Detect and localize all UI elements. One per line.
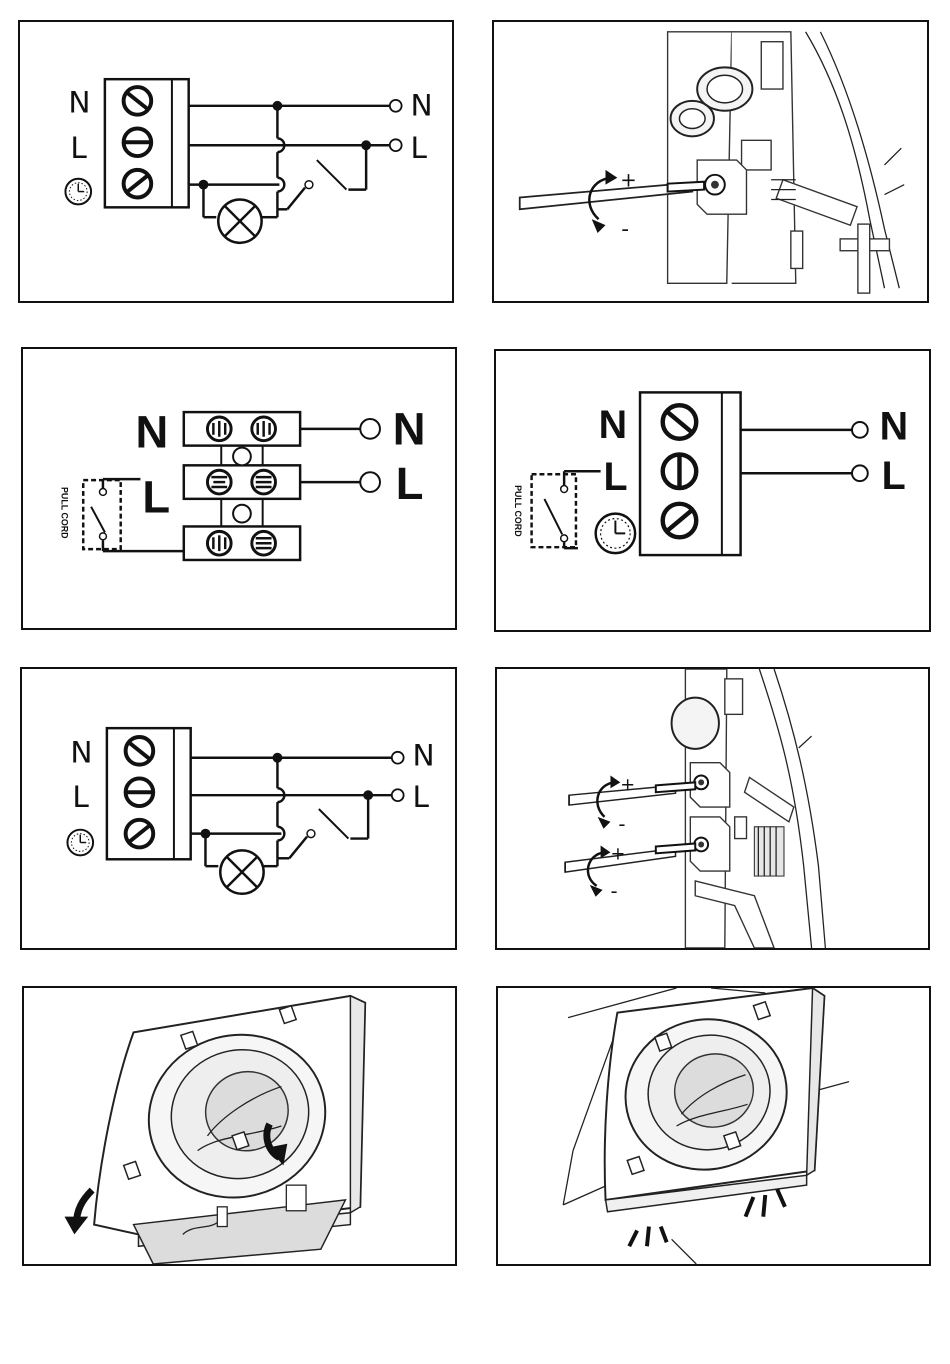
terminal-l-icon: [392, 789, 404, 801]
connector-screw-icon: [207, 417, 231, 441]
cover-fitted-panel: [496, 986, 931, 1266]
connector-screw-icon: [252, 417, 276, 441]
wiring-panel-pull-cord-timer: N L PULL CORD N: [494, 349, 931, 632]
terminal-screw-icon: [124, 170, 152, 198]
terminal-block: [105, 79, 189, 207]
right-label-n: N: [880, 405, 908, 449]
connector-screw-icon: [252, 470, 276, 494]
terminal-block: [640, 392, 741, 555]
connector-screw-icon: [207, 470, 231, 494]
right-label-l: L: [396, 458, 424, 509]
cover-fitting-panel: [22, 986, 457, 1266]
connector-strip: [184, 412, 300, 560]
pull-cord-switch-icon: [532, 471, 601, 548]
right-label-n: N: [413, 739, 435, 773]
right-label-n: N: [410, 89, 432, 123]
pull-cord-label: PULL CORD: [513, 485, 523, 537]
left-label-n: N: [70, 736, 92, 770]
left-label-l: L: [142, 472, 170, 523]
pull-cord-label: PULL CORD: [60, 487, 70, 539]
increase-label-bottom: +: [610, 844, 625, 864]
left-label-l: L: [70, 131, 87, 165]
wiring-panel-timer-lamp-2: N L N L: [20, 667, 457, 950]
right-label-n: N: [393, 404, 426, 455]
screwdriver-icon: [565, 843, 695, 872]
terminal-n-icon: [360, 419, 380, 439]
wiring-diagram-1: N L: [20, 22, 452, 301]
junction-dot: [273, 753, 283, 763]
clock-icon: [596, 514, 635, 553]
left-label-n: N: [599, 403, 627, 447]
terminal-n-icon: [392, 752, 404, 764]
terminal-screw-icon: [124, 128, 152, 156]
terminal-screw-icon: [126, 737, 154, 765]
terminal-block: [107, 728, 191, 859]
decrease-label-top: -: [618, 813, 625, 836]
terminal-n-icon: [852, 422, 868, 438]
terminal-screw-icon: [126, 778, 154, 806]
terminal-screw-icon: [663, 455, 697, 489]
down-arrow-icon: [65, 1190, 93, 1234]
terminal-screw-icon: [126, 820, 154, 848]
connector-screw-icon: [252, 531, 276, 555]
rotate-arrow-icon: [588, 845, 611, 896]
cover-fitted-illustration: [498, 988, 929, 1264]
left-label-l: L: [72, 780, 89, 814]
terminal-n-icon: [390, 100, 402, 112]
switch-icon: [277, 145, 366, 209]
terminal-l-icon: [390, 139, 402, 151]
clock-icon: [65, 179, 91, 205]
increase-label-top: +: [620, 775, 635, 795]
cover-fitting-illustration: [24, 988, 455, 1264]
terminal-l-icon: [360, 472, 380, 492]
terminal-l-icon: [852, 465, 868, 481]
fan-housing: [672, 669, 826, 948]
wiring-diagram-4: N L PULL CORD N: [496, 351, 929, 630]
lamp-icon: [205, 834, 277, 894]
dual-adjust-panel: + - + -: [495, 667, 930, 950]
fan-cover-icon: [94, 996, 365, 1264]
wiring-diagram-3: N L PULL CORD: [23, 349, 455, 628]
right-label-l: L: [410, 131, 427, 165]
left-label-l: L: [604, 455, 628, 499]
dual-adjust-illustration: + - + -: [497, 669, 928, 948]
junction-dot: [272, 101, 282, 111]
connector-screw-icon: [207, 531, 231, 555]
lamp-icon: [203, 185, 277, 243]
left-label-n: N: [68, 86, 90, 120]
increase-label: +: [620, 169, 637, 192]
terminal-screw-icon: [663, 405, 697, 439]
wiring-diagram-5: N L N L: [22, 669, 455, 948]
terminal-screw-icon: [663, 504, 697, 538]
timer-adjust-panel: + -: [492, 20, 929, 303]
left-label-n: N: [135, 407, 168, 458]
timer-adjust-illustration: + -: [494, 22, 927, 301]
fan-cover-icon: [605, 988, 825, 1212]
wiring-panel-timer-lamp: N L: [18, 20, 454, 303]
decrease-label-bottom: -: [610, 880, 617, 903]
switch-icon: [277, 795, 368, 858]
terminal-screw-icon: [124, 87, 152, 115]
right-label-l: L: [882, 454, 906, 498]
clock-icon: [67, 830, 93, 856]
right-label-l: L: [413, 780, 430, 814]
decrease-label: -: [621, 217, 629, 242]
wiring-panel-pull-cord: N L PULL CORD: [21, 347, 457, 630]
